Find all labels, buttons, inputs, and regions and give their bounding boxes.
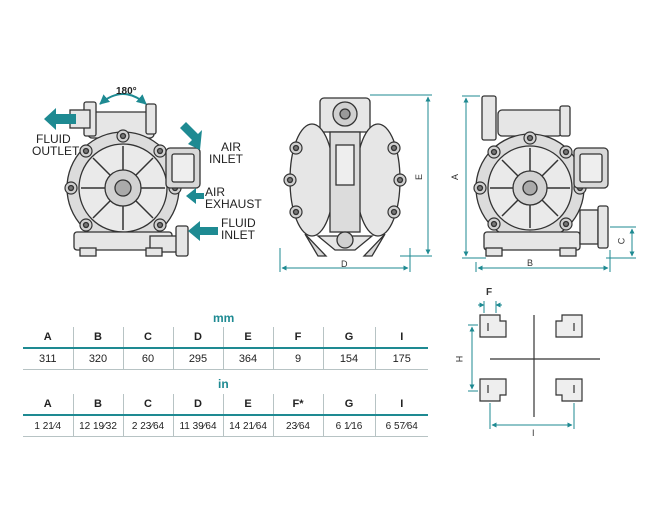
- table-header-cell: F: [273, 327, 324, 348]
- table-value-cell: 311: [23, 348, 74, 370]
- table-header-cell: G: [323, 327, 376, 348]
- side-dimension-lines: [462, 95, 636, 272]
- table-mm-value-row: 311 320 60 295 364 9 154 175: [23, 348, 428, 370]
- table-header-cell: E: [223, 327, 274, 348]
- table-value-cell: 2 23⁄64: [123, 415, 174, 437]
- table-value-cell: 295: [173, 348, 224, 370]
- rotation-label: 180°: [116, 86, 137, 97]
- table-value-cell: 12 19⁄32: [73, 415, 124, 437]
- table-mm-unit: mm: [213, 311, 235, 325]
- table-mm: A B C D E F G I 311 320 60 295 364 9 154…: [23, 327, 428, 370]
- table-in: A B C D E F* G I 1 21⁄4 12 19⁄32 2 23⁄64…: [23, 394, 428, 437]
- table-value-cell: 23⁄64: [273, 415, 324, 437]
- table-value-cell: 6 57⁄64: [385, 420, 418, 432]
- pump-view-main: [64, 101, 201, 257]
- table-value-cell: 14 21⁄64: [223, 415, 274, 437]
- dim-letter-f: F: [486, 287, 493, 298]
- table-value-cell: 154: [323, 348, 376, 370]
- table-value-cell: 6 1⁄16: [323, 415, 376, 437]
- table-header-cell: B: [73, 327, 124, 348]
- table-header-cell: I: [400, 398, 404, 410]
- dim-letter-b: B: [527, 258, 534, 268]
- table-in-value-row: 1 21⁄4 12 19⁄32 2 23⁄64 11 39⁄64 14 21⁄6…: [23, 415, 428, 437]
- table-header-cell: I: [400, 331, 404, 343]
- table-value-cell: 60: [123, 348, 174, 370]
- table-mm-header-row: A B C D E F G I: [23, 327, 428, 348]
- mounting-footprint-diagram: [468, 301, 600, 429]
- dim-letter-c: C: [616, 237, 627, 245]
- table-header-cell: D: [173, 394, 224, 415]
- table-value-cell: 9: [273, 348, 324, 370]
- table-header-cell: A: [23, 394, 74, 415]
- front-dimension-lines: [279, 94, 432, 272]
- dim-letter-d: D: [341, 259, 348, 269]
- table-header-cell: D: [173, 327, 224, 348]
- table-value-cell: 1 21⁄4: [23, 415, 74, 437]
- pump-drawings: [44, 93, 636, 272]
- dim-letter-e: E: [414, 173, 425, 181]
- pump-view-front: [283, 97, 407, 257]
- table-header-cell: C: [123, 327, 174, 348]
- table-value-cell: 320: [73, 348, 124, 370]
- pump-view-side: [473, 95, 609, 257]
- table-header-cell: E: [223, 394, 274, 415]
- table-header-cell: A: [23, 327, 74, 348]
- table-header-cell: G: [323, 394, 376, 415]
- table-value-cell: 175: [392, 353, 411, 365]
- table-header-cell: C: [123, 394, 174, 415]
- table-header-cell: F*: [273, 394, 324, 415]
- dim-letter-h: H: [454, 355, 465, 363]
- dim-letter-i: I: [532, 428, 535, 438]
- table-in-header-row: A B C D E F* G I: [23, 394, 428, 415]
- table-value-cell: 364: [223, 348, 274, 370]
- dim-letter-a: A: [450, 173, 461, 181]
- table-value-cell: 11 39⁄64: [173, 415, 224, 437]
- table-in-unit: in: [218, 377, 229, 391]
- table-header-cell: B: [73, 394, 124, 415]
